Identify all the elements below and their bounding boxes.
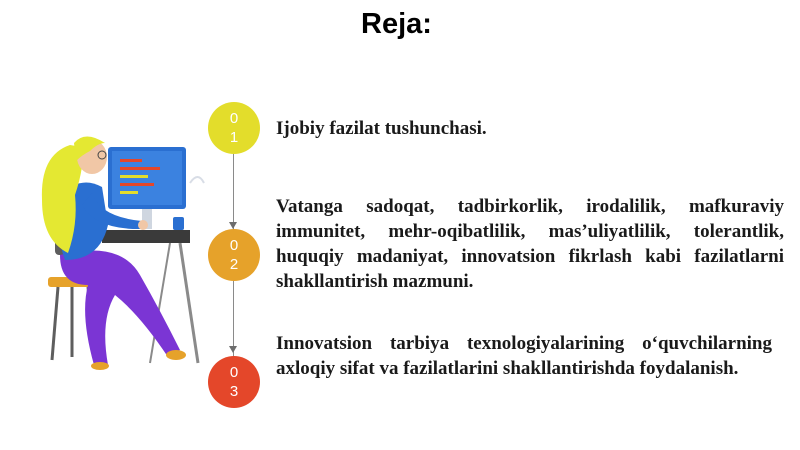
arrow-down-icon xyxy=(229,222,237,229)
slide-title: Reja: xyxy=(361,8,432,40)
step-badge-2: 0 2 xyxy=(208,229,260,281)
step-number-digit: 0 xyxy=(229,364,239,381)
plan-item-2: Vatanga sadoqat, tadbirkorlik, irodalili… xyxy=(276,196,784,292)
step-badge-3: 0 3 xyxy=(208,356,260,408)
step-number-digit: 0 xyxy=(229,237,239,254)
plan-item-3: Innovatsion tarbiya texnologiyalarining … xyxy=(276,333,772,379)
step-number-digit: 0 xyxy=(229,110,239,127)
step-badge-1: 0 1 xyxy=(208,102,260,154)
plan-item-1: Ijobiy fazilat tushunchasi. xyxy=(276,118,487,139)
step-number-digit: 3 xyxy=(229,383,239,400)
arrow-down-icon xyxy=(229,346,237,353)
woman-at-computer-illustration xyxy=(41,136,205,370)
step-number-digit: 1 xyxy=(229,129,239,146)
step-number-digit: 2 xyxy=(229,256,239,273)
